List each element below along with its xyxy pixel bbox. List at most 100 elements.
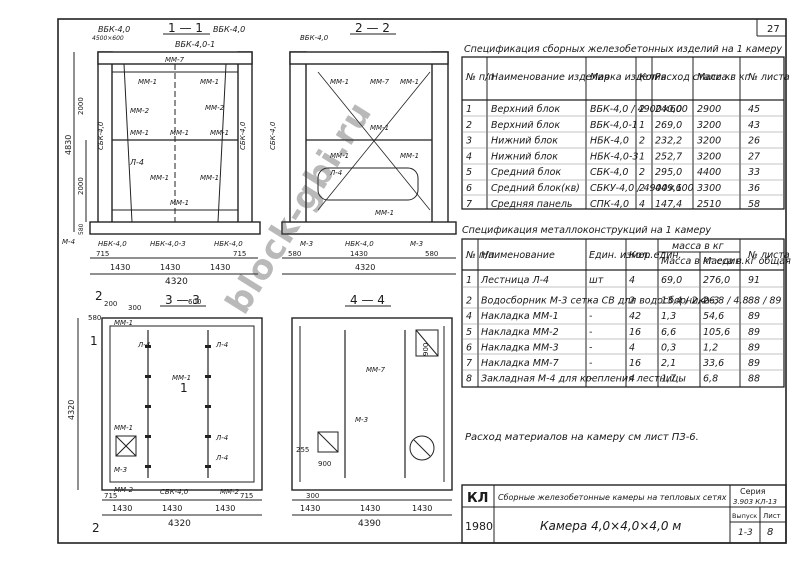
spec-precast-cell: НБК-4,0-3 <box>590 151 638 162</box>
section-2-2-title: 2 — 2 <box>355 21 390 35</box>
spec-precast-cell: СПК-4,0 <box>590 199 629 210</box>
spec-metal-cell: 4 <box>629 374 635 385</box>
spec-precast-cell: Средний блок(кв) <box>491 183 580 194</box>
dim-1430-a: 1430 <box>110 263 130 272</box>
spec-metal-cell: 89 <box>748 358 760 369</box>
label-sbk40-d: СБК-4,0 <box>160 488 189 496</box>
spec-metal-cell: 42 <box>629 311 641 322</box>
dim-4320-c: 4320 <box>67 400 76 420</box>
issue-value: 1-3 <box>738 528 753 538</box>
spec-precast-header: № листа <box>747 72 790 83</box>
label-vbk40-size: 4500×600 <box>92 35 124 42</box>
spec-metal-cell: 4 <box>466 311 472 322</box>
label-mm1-a: ММ-1 <box>138 78 157 86</box>
spec-precast-cell: 4400 <box>697 167 721 178</box>
dim-1430-d: 1430 <box>350 250 368 258</box>
dim-580-d: 580 <box>88 314 101 322</box>
section-1-1-drawing: 1 — 1 ВБК-4,0 4500×600 ВБК-4,0 ВБК-4,0-1… <box>62 21 261 287</box>
sheet-frame <box>57 18 787 544</box>
spec-metal-cell: 7 <box>466 358 472 369</box>
dim-580-b: 580 <box>288 250 301 258</box>
section-1-1-title: 1 — 1 <box>168 21 203 35</box>
label-mm1-f: ММ-1 <box>150 174 169 182</box>
spec-precast-cell: 7 <box>466 199 472 210</box>
spec-precast-cell: ВБК-4,0-1 <box>590 120 638 131</box>
spec-precast-cell: СБКУ-4,0 / 4900×600 <box>590 183 694 194</box>
dim-300-a: 300 <box>128 304 141 312</box>
dim-1430-f: 1430 <box>162 504 182 513</box>
label-mm1-c: ММ-1 <box>130 129 149 137</box>
section-4-4-drawing: 4 — 4 ММ-7 М-3 255 900 900 300 1430 1430… <box>291 293 453 529</box>
spec-metal-cell: Накладка ММ-2 <box>481 327 559 338</box>
dim-900-b: 900 <box>422 343 430 356</box>
spec-metal-cell: 89 <box>748 327 760 338</box>
spec-precast-cell: 3200 <box>697 136 721 147</box>
spec-precast-cell: ВБК-4,0 / 4900×600 <box>590 104 688 115</box>
dim-1430-g: 1430 <box>215 504 235 513</box>
section-4-4-title: 4 — 4 <box>350 293 385 307</box>
label-mm2-a: ММ-2 <box>130 107 150 115</box>
spec-precast-cell: Средний блок <box>491 167 561 178</box>
spec-metal-cell: Накладка ММ-3 <box>481 342 559 353</box>
spec-metal-cell: - <box>589 358 593 369</box>
label-sbk40-b: СБК-4,0 <box>239 121 247 150</box>
spec-metal-header: Кол. един. <box>629 250 682 261</box>
dim-2000-a: 2000 <box>77 177 85 195</box>
spec-precast-cell: Нижний блок <box>491 136 558 147</box>
spec-metal-cell: 1 <box>466 275 472 286</box>
spec-metal-cell: 26,8 / 4,8 <box>703 296 749 307</box>
spec-precast-cell: 6 <box>466 183 472 194</box>
label-m3-d: М-3 <box>355 416 368 424</box>
spec-precast-cell: 3 <box>466 136 472 147</box>
label-sbk40-a: СБК-4,0 <box>97 121 105 150</box>
spec-precast-cell: СБК-4,0 <box>590 167 628 178</box>
sheet-value: 8 <box>767 527 773 538</box>
spec-precast-header: Наименование изделия <box>491 72 610 83</box>
label-vbk401: ВБК-4,0-1 <box>175 40 215 49</box>
label-m3-a: М-3 <box>300 240 313 248</box>
spec-precast-cell: 3300 <box>697 183 721 194</box>
label-vbk40-b: ВБК-4,0 <box>213 25 245 34</box>
label-mm1-q: ММ-1 <box>114 424 133 432</box>
label-l4-c: Л-4 <box>137 341 150 349</box>
spec-metal-cell: 4 <box>629 275 635 286</box>
spec-metal-cell: Накладка ММ-7 <box>481 358 559 369</box>
label-mm1-h: ММ-1 <box>170 199 189 207</box>
label-l4-f: Л-4 <box>215 454 228 462</box>
spec-precast-cell: 33 <box>748 167 760 178</box>
label-m4: М-4 <box>62 238 75 246</box>
label-mm1-o: ММ-1 <box>172 374 191 382</box>
label-mm1-d: ММ-1 <box>170 129 189 137</box>
spec-metal-cell: Накладка ММ-1 <box>481 311 559 322</box>
spec-metal-cell: 16 <box>629 358 641 369</box>
label-mm1-e: ММ-1 <box>210 129 229 137</box>
spec-metal-cell: 88 <box>748 374 760 385</box>
cut-mark-2-top: 2 <box>95 289 103 303</box>
spec-metal-group-header: масса в кг <box>672 241 725 252</box>
spec-metal-cell: Водосборник М-3 сетка СВ для водосборник… <box>481 296 719 307</box>
dim-715-c: 715 <box>104 492 117 500</box>
sheet-label: Лист <box>763 512 781 520</box>
label-nbk40-b: НБК-4,0 <box>214 240 243 248</box>
dim-715-a: 715 <box>96 250 109 258</box>
spec-metal-cell: 105,6 <box>703 327 730 338</box>
spec-precast-cell: 449,1 <box>655 183 682 194</box>
spec-metal-cell: 6,6 <box>661 327 676 338</box>
label-nbk40-a: НБК-4,0 <box>98 240 127 248</box>
dim-200: 200 <box>104 300 117 308</box>
spec-metal-cell: 2 <box>629 296 635 307</box>
spec-metal-cell: 16 <box>629 327 641 338</box>
title-code: КЛ <box>467 491 488 506</box>
spec-precast-cell: 1 <box>639 120 645 131</box>
spec-precast-cell: 4 <box>466 151 472 162</box>
label-mm2-c: ММ-2 <box>114 486 134 494</box>
dim-715-d: 715 <box>240 492 253 500</box>
spec-metal-cell: 89 <box>748 311 760 322</box>
spec-precast-cell: 26 <box>748 136 760 147</box>
label-l4-d: Л-4 <box>215 341 228 349</box>
spec-precast-cell: 232,2 <box>655 136 682 147</box>
label-mm1-k: ММ-1 <box>370 124 389 132</box>
spec-metal-cell: - <box>589 311 593 322</box>
section-3-3-drawing: 3 — 3 2 2 1 1 Л-4 ММ-1 Л-4 Л-4 Л-4 ММ-1 … <box>67 289 263 535</box>
